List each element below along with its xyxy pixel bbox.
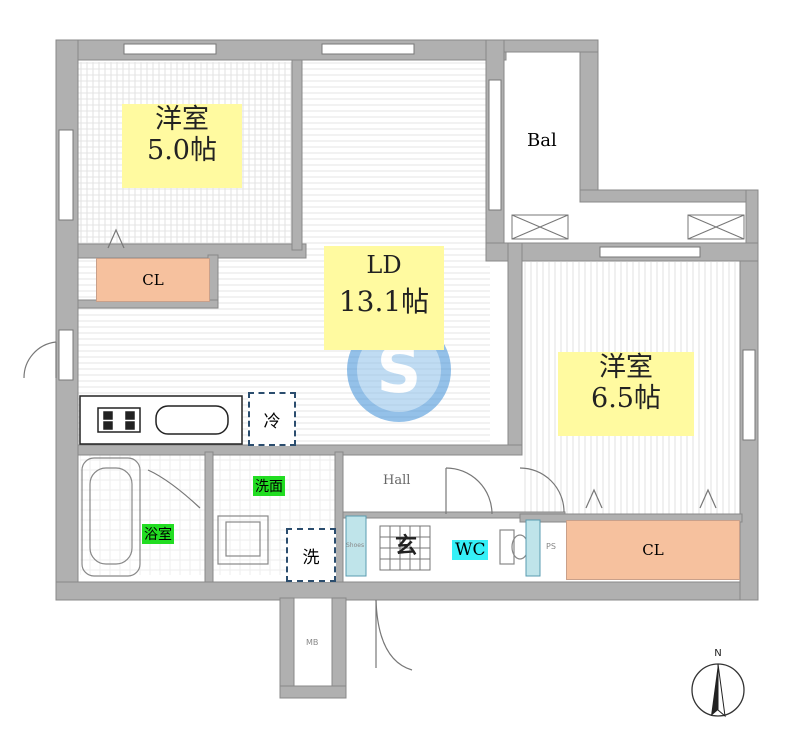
west-bedroom-name: 洋室	[155, 104, 209, 135]
washbasin	[217, 515, 269, 565]
pipe-space	[525, 519, 541, 577]
balcony-label: Bal	[527, 130, 557, 151]
east-bedroom-name: 洋室	[599, 352, 653, 383]
balcony-units	[511, 214, 745, 240]
closet-west: CL	[96, 258, 210, 302]
west-bedroom-label: 洋室 5.0帖	[122, 104, 242, 188]
compass-icon	[691, 663, 745, 718]
east-bedroom-label: 洋室 6.5帖	[558, 352, 694, 436]
ld-label: LD 13.1帖	[324, 246, 444, 350]
compass-north-label: N	[714, 648, 722, 659]
pipe-space-label: PS	[546, 542, 556, 551]
bathroom-label: 浴室	[142, 524, 174, 544]
ld-name: LD	[366, 251, 402, 279]
toilet-label: WC	[452, 540, 489, 560]
closet-east: CL	[566, 520, 740, 580]
bathtub	[81, 457, 141, 577]
shoe-box-label: Shoes	[346, 542, 365, 549]
fridge-space: 冷	[248, 392, 296, 446]
west-bedroom-size: 5.0帖	[147, 135, 217, 167]
windows	[58, 43, 756, 441]
hall-label: Hall	[383, 473, 411, 488]
meter-box-label: MB	[306, 638, 319, 647]
east-bedroom-size: 6.5帖	[591, 383, 661, 415]
shoe-box	[345, 515, 367, 577]
entrance-label: 玄	[394, 533, 417, 559]
washroom-label: 洗面	[253, 476, 285, 496]
kitchen-counter	[79, 395, 243, 445]
ld-size: 13.1帖	[338, 284, 430, 318]
toilet-fixture	[499, 529, 529, 565]
washer-space: 洗	[286, 528, 336, 582]
entrance-tiles	[379, 525, 431, 571]
doors	[23, 228, 717, 671]
